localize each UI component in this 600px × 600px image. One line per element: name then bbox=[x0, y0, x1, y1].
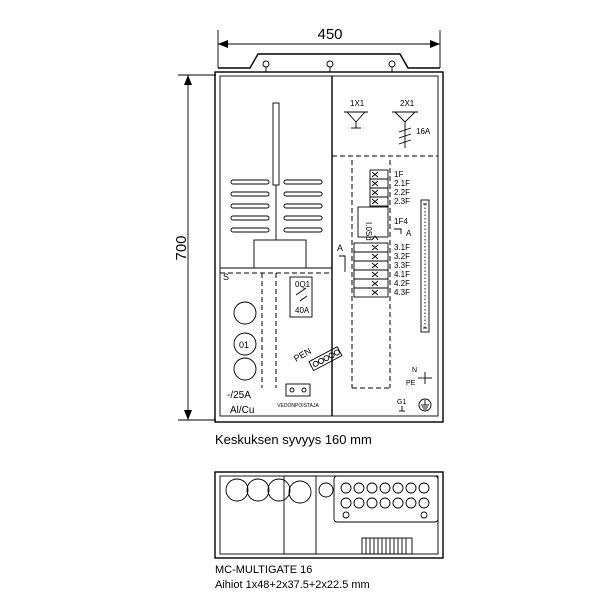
pe-label: PE bbox=[406, 380, 416, 387]
knockouts-caption: Aihiot 1x48+2x37.5+2x22.5 mm bbox=[215, 579, 370, 591]
breaker-rating: 40A bbox=[295, 306, 310, 315]
ventilation-slots-right bbox=[283, 179, 323, 233]
meter-window bbox=[230, 102, 323, 269]
knockout-48 bbox=[225, 478, 249, 502]
fuse-top-1: 1F bbox=[394, 170, 403, 179]
strain-relief: VEDONPOISTAJA bbox=[277, 383, 319, 409]
knockout-circle bbox=[233, 301, 257, 325]
height-label: 700 bbox=[173, 235, 190, 260]
fuse-block-bottom: 3.1F 3.2F 3.3F 4.1F 4.2F 4.3F bbox=[353, 242, 410, 298]
vent-grille bbox=[361, 537, 413, 555]
meter-circle bbox=[233, 332, 257, 356]
fuse-bottom-4: 4.1F bbox=[394, 270, 410, 279]
rcd-label: 1F4 bbox=[394, 217, 408, 226]
rcd-block: I.0Sd 1F4 A bbox=[357, 206, 412, 241]
din-area: 1F 2.1F 2.2F 2.3F I.0Sd 1F4 A A bbox=[337, 160, 432, 412]
main-breaker: 0Q1 40A bbox=[289, 276, 313, 318]
bottom-view bbox=[214, 471, 444, 559]
cable-label: Al/Cu bbox=[230, 405, 254, 416]
fuse-top-3: 2.2F bbox=[394, 188, 410, 197]
section-mark-s: S bbox=[223, 272, 229, 282]
section-mark-label: A bbox=[337, 243, 343, 253]
rail-label: I.0Sd bbox=[364, 222, 373, 241]
fuse-top-2: 2.1F bbox=[394, 179, 410, 188]
section-mark-a: A bbox=[337, 243, 346, 272]
meter-label: 01 bbox=[239, 340, 249, 350]
multigate-grommet bbox=[333, 475, 439, 523]
knockout-37-1 bbox=[246, 478, 270, 502]
lower-left-section: S 0Q1 40A 01 PEN -/25A Al/Cu bbox=[223, 272, 343, 416]
ventilation-slots-left bbox=[230, 179, 270, 233]
terminal-rail bbox=[420, 199, 430, 333]
socket2-rating: 16A bbox=[416, 127, 431, 136]
height-dimension: 700 bbox=[173, 74, 216, 421]
fuse-top-4: 2.3F bbox=[394, 197, 410, 206]
fuse-block-top: 1F 2.1F 2.2F 2.3F bbox=[369, 169, 410, 207]
n-pe-terminal: N PE bbox=[406, 367, 432, 387]
fuse-bottom-2: 3.2F bbox=[394, 252, 410, 261]
model-caption: MC-MULTIGATE 16 bbox=[215, 564, 312, 576]
depth-caption: Keskuksen syvyys 160 mm bbox=[215, 432, 372, 447]
socket1-label: 1X1 bbox=[350, 99, 365, 108]
n-label: N bbox=[412, 367, 417, 374]
cable-channel bbox=[283, 475, 317, 555]
earth-label: G1 bbox=[397, 399, 406, 406]
knockout-22-1 bbox=[318, 482, 334, 498]
knockout-37-2 bbox=[267, 478, 291, 502]
socket2-label: 2X1 bbox=[400, 99, 415, 108]
fuse-bottom-6: 4.3F bbox=[394, 288, 410, 297]
fuse-bottom-5: 4.2F bbox=[394, 279, 410, 288]
fuse-bottom-1: 3.1F bbox=[394, 243, 410, 252]
width-label: 450 bbox=[317, 26, 342, 43]
fuse-rating: -/25A bbox=[227, 390, 251, 401]
earth-terminal: G1 bbox=[397, 398, 432, 412]
width-dimension: 450 bbox=[217, 26, 441, 68]
strain-relief-label: VEDONPOISTAJA bbox=[277, 403, 319, 409]
rcd-mark: A bbox=[406, 229, 412, 238]
mounting-bracket bbox=[218, 53, 440, 72]
breaker-label: 0Q1 bbox=[295, 280, 311, 289]
pen-terminal bbox=[308, 346, 343, 372]
fuse-circle bbox=[233, 357, 257, 381]
enclosure-outline bbox=[214, 71, 444, 423]
fuse-bottom-3: 3.3F bbox=[394, 261, 410, 270]
sockets-area: 1X1 2X1 16A bbox=[344, 99, 431, 148]
